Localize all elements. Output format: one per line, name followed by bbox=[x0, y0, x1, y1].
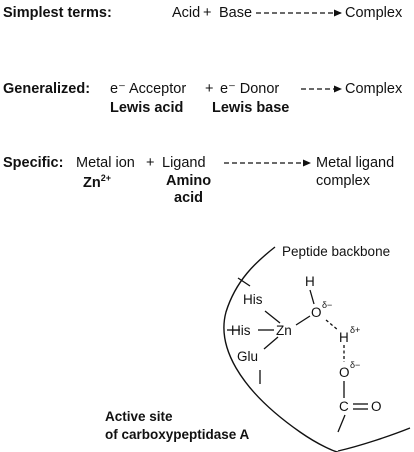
generalized-acceptor: e⁻ Acceptor bbox=[110, 81, 187, 97]
bridge-h-label: H bbox=[339, 330, 349, 345]
simplest-plus: + bbox=[203, 5, 212, 21]
generalized-label: Generalized: bbox=[3, 81, 91, 97]
backbone-right-curve bbox=[337, 427, 411, 452]
his1-label: His bbox=[243, 292, 263, 307]
specific-acid: acid bbox=[174, 190, 204, 206]
delta-minus-2: δ− bbox=[350, 360, 361, 370]
simplest-product: Complex bbox=[345, 5, 403, 21]
specific-label: Specific: bbox=[3, 155, 64, 171]
specific-product-line1: Metal ligand bbox=[316, 155, 395, 171]
specific-zn-symbol: Zn bbox=[83, 174, 101, 191]
specific-ligand: Ligand bbox=[162, 155, 206, 171]
caption-line1: Active site bbox=[105, 409, 173, 424]
specific-plus: + bbox=[146, 155, 155, 171]
delta-minus-1: δ− bbox=[322, 300, 333, 310]
water-h-label: H bbox=[305, 274, 315, 289]
generalized-product: Complex bbox=[345, 81, 403, 97]
specific-amino: Amino bbox=[166, 173, 212, 189]
his1-stub bbox=[237, 277, 251, 287]
glu-label: Glu bbox=[237, 349, 259, 364]
peptide-backbone-label: Peptide backbone bbox=[282, 244, 391, 259]
caption-line2: of carboxypeptidase A bbox=[105, 427, 250, 442]
zn-water-bond bbox=[295, 315, 311, 326]
simplest-acid: Acid bbox=[172, 5, 201, 21]
water-hbond-dashed bbox=[325, 319, 339, 331]
specific-metal-ion: Metal ion bbox=[76, 155, 135, 171]
simplest-label: Simplest terms: bbox=[3, 5, 112, 21]
water-h-bond bbox=[309, 289, 315, 305]
lewis-base-label: Lewis base bbox=[212, 100, 290, 116]
carbonyl-o-label: O bbox=[371, 399, 382, 414]
carboxyl-o-label: O bbox=[339, 365, 350, 380]
carbonyl-c-label: C bbox=[339, 399, 349, 414]
lewis-acid-label: Lewis acid bbox=[110, 100, 184, 116]
peptide-backbone-curve bbox=[223, 246, 339, 452]
specific-product-line2: complex bbox=[316, 173, 370, 189]
water-o-label: O bbox=[311, 305, 322, 320]
specific-zn-charge: 2+ bbox=[100, 173, 111, 183]
delta-plus: δ+ bbox=[350, 325, 361, 335]
his1-zn-bond bbox=[264, 310, 281, 324]
generalized-donor: e⁻ Donor bbox=[220, 81, 280, 97]
simplest-base: Base bbox=[219, 5, 253, 21]
zn-label: Zn bbox=[276, 323, 292, 338]
glu-zn-bond bbox=[263, 336, 279, 350]
his2-label: His bbox=[231, 323, 251, 338]
carboxyl-stub bbox=[337, 414, 346, 433]
generalized-plus: + bbox=[205, 81, 214, 97]
specific-zn: Zn2+ bbox=[83, 173, 111, 191]
